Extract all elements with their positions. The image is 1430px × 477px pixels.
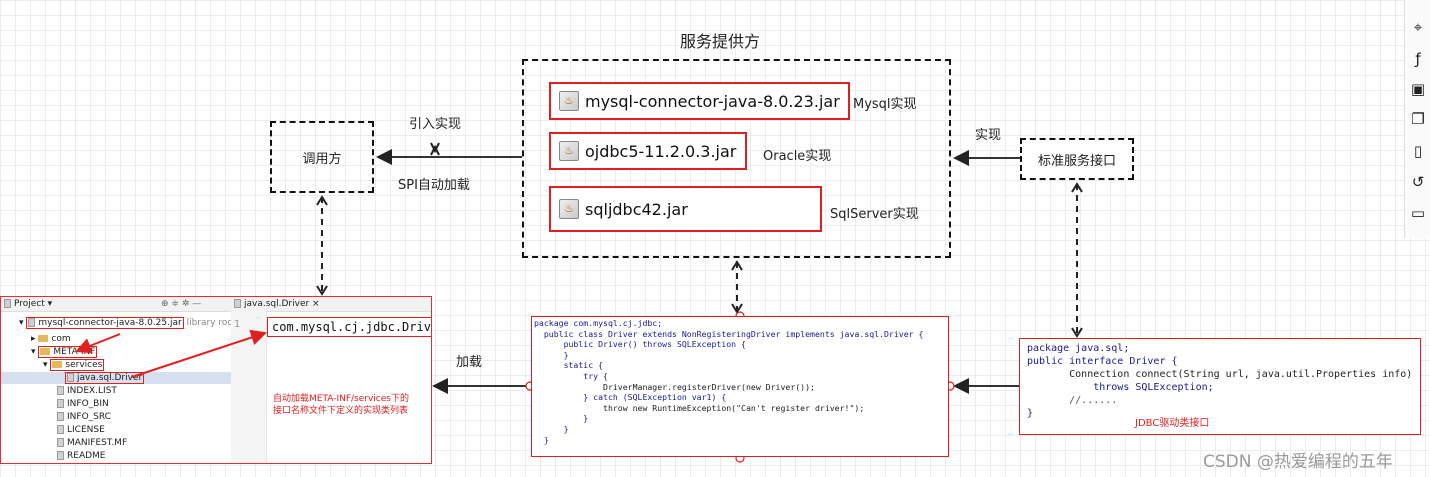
jar-name: mysql-connector-java-8.0.23.jar [585,91,840,111]
project-tree: ▾ mysql-connector-java-8.0.25.jar librar… [1,311,236,463]
jar-oracle[interactable]: ♨ ojdbc5-11.2.0.3.jar [549,132,747,170]
tree-item[interactable]: ▾ services [43,359,105,371]
code-line: Connection connect(String url, java.util… [1027,369,1413,380]
jar-name: ojdbc5-11.2.0.3.jar [585,141,737,161]
import-marker [430,142,440,156]
provider-title: 服务提供方 [680,32,761,51]
file-icon [57,451,64,460]
editor-tabs: java.sql.Driver × [231,297,431,312]
tree-item[interactable]: ▸ com [31,334,71,344]
import-impl-label: 引入实现 [409,117,462,132]
tree-item[interactable]: MANIFEST.MF [57,437,127,449]
calendar-icon[interactable]: ▣ [1410,80,1426,98]
project-toolbar-icons[interactable]: ⊕ ≑ ✲ — [161,299,202,309]
code-line: throw new RuntimeException("Can't regist… [534,402,865,413]
file-icon [57,399,64,408]
tree-item[interactable]: LICENSE [57,424,105,436]
interface-code-arrowheads [1071,182,1083,338]
code-line: public class Driver extends NonRegisteri… [534,328,924,339]
folder-icon [38,335,49,342]
ide-note: 自动加载META-INF/services下的 接口名称文件下定义的实现类列表 [273,394,409,416]
code-line: } catch (SQLException var1) { [534,392,727,403]
code-line: package com.mysql.cj.jdbc; [534,318,663,328]
jar-mysql[interactable]: ♨ mysql-connector-java-8.0.23.jar [549,82,850,120]
code-line: static { [534,360,604,371]
caller-ide-arrowheads [316,195,328,296]
caller-label: 调用方 [302,151,342,167]
code-line: public interface Driver { [1027,356,1178,367]
code-lines: package java.sql; public interface Driver… [1027,342,1412,420]
driver-impl-code[interactable]: package com.mysql.cj.jdbc; public class … [531,316,949,457]
code-line: //...... [1027,395,1118,406]
provider-box[interactable] [522,59,951,258]
file-icon [67,373,74,382]
code-line: DriverManager.registerDriver(new Driver(… [534,381,815,392]
history-icon[interactable]: ↺ [1411,173,1425,191]
file-icon [57,386,64,395]
load-label: 加载 [456,355,483,370]
tab-java-sql-driver[interactable]: java.sql.Driver × [234,298,320,310]
code-line: package java.sql; [1027,343,1130,354]
tree-item[interactable]: INFO_BIN [57,398,109,410]
project-icon [4,299,11,308]
code-line: try { [534,370,608,381]
right-toolbar: ⌖ ƒ ▣ ❐ ▯ ↺ ▭ [1404,0,1430,238]
code-line: } [534,413,589,424]
project-header: Project ▾ ⊕ ≑ ✲ — [1,297,231,312]
code-line: } [534,349,569,360]
jar-tag: SqlServer实现 [830,207,919,222]
file-icon [57,412,64,421]
code-line: } [1027,408,1034,419]
folder-icon [40,348,51,355]
file-icon [57,425,64,434]
impl-label: 实现 [975,128,1002,143]
tree-item-selected[interactable]: java.sql.Driver [1,372,231,384]
file-icon [57,438,64,447]
tree-item[interactable]: README [57,450,105,462]
driver-interface-code[interactable]: package java.sql; public interface Driver… [1019,338,1421,435]
caller-box[interactable]: 调用方 [270,121,374,193]
code-line: public Driver() throws SQLException { [534,339,746,350]
jar-tag: Mysql实现 [853,97,917,112]
file-icon [234,299,241,308]
tree-root[interactable]: ▾ mysql-connector-java-8.0.25.jar librar… [19,317,237,329]
jar-sqlserver[interactable]: ♨ sqljdbc42.jar [549,186,822,232]
jar-tag: Oracle实现 [763,149,832,164]
page-icon[interactable]: ▯ [1413,142,1423,160]
editor-line[interactable]: com.mysql.cj.jdbc.Driver [267,317,431,337]
jar-name: sqljdbc42.jar [585,199,688,219]
folder-icon [52,361,63,368]
layers-icon[interactable]: ❐ [1411,110,1425,128]
code-line: } [534,423,569,434]
ide-screenshot[interactable]: Project ▾ ⊕ ≑ ✲ — java.sql.Driver × ▾ my… [0,296,432,464]
formula-icon[interactable]: ƒ [1415,50,1421,68]
jar-file-icon: ♨ [559,91,579,111]
crosshair-icon[interactable]: ⌖ [1413,18,1423,36]
tree-item[interactable]: INFO_SRC [57,411,111,423]
provider-code-arrowheads [731,260,743,314]
code-lines: package com.mysql.cj.jdbc; public class … [534,318,923,445]
std-interface-label: 标准服务接口 [1037,153,1116,169]
watermark: CSDN @热爱编程的五年 [1203,452,1393,472]
comment-icon[interactable]: ▭ [1410,204,1426,222]
tree-item[interactable]: INDEX.LIST [57,385,117,397]
tree-item[interactable]: ▾ META-INF [31,346,98,358]
project-label: Project [14,299,45,309]
jar-file-icon: ♨ [559,141,579,161]
code-line: } [534,434,549,445]
ide-annotation-arrows [75,329,267,378]
jar-file-icon: ♨ [559,199,579,219]
line-number: 1 [234,319,241,330]
std-interface-box[interactable]: 标准服务接口 [1020,138,1134,180]
code-line: throws SQLException; [1027,382,1214,393]
spi-label: SPI自动加载 [398,178,470,193]
interface-caption: JDBC驱动类接口 [1135,418,1210,429]
